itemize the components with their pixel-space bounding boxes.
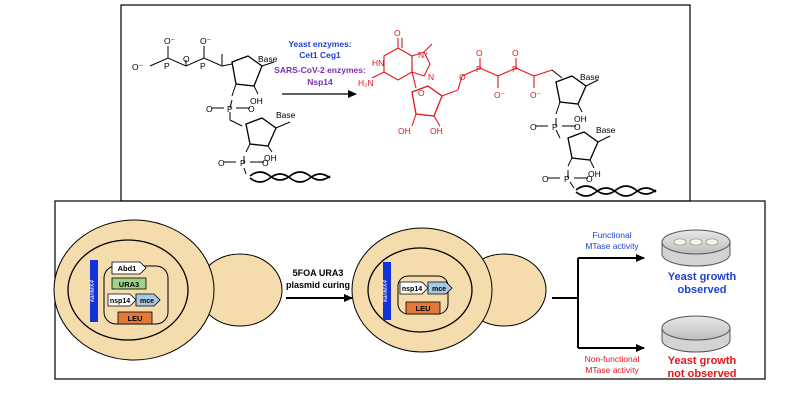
growth-not-observed-line2: not observed — [667, 368, 736, 380]
yeast-cell-left: kanMX4 Abd1 URA3 nsp14 mce LEU — [53, 219, 283, 361]
cap-n: N — [428, 72, 434, 82]
chromosome-marker-right — [383, 262, 391, 320]
mce-label-right: mce — [432, 286, 446, 293]
leu-label-left: LEU — [128, 314, 143, 323]
substrate-base-1: Base — [258, 54, 278, 64]
nonfunctional-label-line2: MTase activity — [585, 365, 639, 375]
cap-o-5: O — [512, 48, 519, 58]
reaction-labels: Yeast enzymes: Cet1 Ceg1 SARS-CoV-2 enzy… — [274, 39, 366, 87]
reaction-label-line4: Nsp14 — [307, 77, 333, 87]
cap-structure — [371, 38, 553, 127]
substrate-p-3: P — [227, 104, 233, 114]
substrate-o-2: O — [248, 104, 255, 114]
cap-o-1: O — [394, 28, 401, 38]
ura3-label: URA3 — [119, 280, 139, 289]
mce-gene-right — [427, 281, 453, 295]
kanmx4-label-left: kanMX4 — [90, 279, 96, 302]
curing-label: 5FOA URA3 plasmid curing — [286, 268, 350, 290]
reaction-label-line2: Cet1 Ceg1 — [299, 50, 341, 60]
substrate-p-1: P — [164, 61, 170, 71]
outcome-condition-labels: Functional MTase activity Non-functional… — [585, 230, 640, 375]
product-o-minus-2: O⁻ — [542, 174, 554, 184]
cap-oh-2: OH — [398, 126, 411, 136]
cap-o-minus-2: O⁻ — [530, 90, 542, 100]
outcome-result-labels: Yeast growth observed Yeast growth not o… — [667, 271, 736, 380]
mce-gene-left — [135, 293, 161, 307]
petri-dish-top — [661, 229, 731, 267]
nucleus-left — [67, 239, 189, 341]
colony-top-2 — [689, 238, 703, 246]
substrate-structure — [149, 46, 331, 183]
functional-label-line1: Functional — [592, 230, 631, 240]
substrate-o-minus-4: O⁻ — [206, 104, 218, 114]
curing-label-line2: plasmid curing — [286, 280, 350, 290]
substrate-oh-2: OH — [264, 153, 277, 163]
cap-o-4: O — [476, 48, 483, 58]
substrate-o-3: O — [262, 158, 269, 168]
cap-p-1: P — [476, 64, 482, 74]
substrate-labels: O⁻ O⁻ O⁻ P O P Base OH O⁻ P O Base OH O⁻… — [132, 36, 296, 168]
substrate-p-2: P — [200, 61, 206, 71]
curing-label-line1: 5FOA URA3 — [293, 268, 344, 278]
nonfunctional-label-line1: Non-functional — [585, 354, 640, 364]
product-o-2: O — [586, 174, 593, 184]
product-oh-1: OH — [574, 114, 587, 124]
product-base-2: Base — [596, 125, 616, 135]
cap-o-2: O — [418, 88, 425, 98]
substrate-o-minus-3: O⁻ — [200, 36, 212, 46]
cap-labels: O HN H₂N N N⁺ O OH OH O O P O⁻ O P O⁻ — [358, 28, 542, 136]
substrate-o-minus-5: O⁻ — [218, 158, 230, 168]
functional-label-line2: MTase activity — [585, 241, 639, 251]
colony-top-1 — [673, 238, 687, 246]
cap-oh-1: OH — [430, 126, 443, 136]
substrate-o-minus-1: O⁻ — [132, 62, 144, 72]
reaction-label-line1: Yeast enzymes: — [288, 39, 351, 49]
ura3-gene — [111, 277, 147, 290]
top-panel-frame — [120, 4, 691, 202]
nsp14-label-right: nsp14 — [402, 286, 422, 293]
cap-o-3: O — [459, 72, 466, 82]
product-o-minus-1: O⁻ — [530, 122, 542, 132]
growth-observed-line1: Yeast growth — [668, 271, 737, 283]
leu-label-right: LEU — [416, 304, 431, 313]
product-p-2: P — [564, 174, 570, 184]
substrate-base-2: Base — [276, 110, 296, 120]
colony-top-3 — [705, 238, 719, 246]
petri-dish-bottom — [661, 315, 731, 353]
substrate-oh-1: OH — [250, 96, 263, 106]
product-base-1: Base — [580, 72, 600, 82]
nsp14-label-left: nsp14 — [110, 298, 130, 305]
product-oh-2: OH — [588, 169, 601, 179]
nsp14-gene-right — [399, 281, 429, 295]
yeast-body-left — [53, 219, 215, 361]
abd1-gene — [111, 261, 147, 275]
product-rna-labels: Base OH O⁻ P O Base OH O⁻ P O — [530, 72, 616, 184]
growth-not-observed-line1: Yeast growth — [668, 355, 737, 367]
nucleus-right — [367, 247, 473, 333]
substrate-p-4: P — [240, 158, 246, 168]
outcome-branch — [552, 254, 645, 352]
cap-hn: HN — [372, 58, 384, 68]
substrate-o-minus-2: O⁻ — [164, 36, 176, 46]
leu-gene-right — [405, 301, 441, 315]
product-o-1: O — [574, 122, 581, 132]
product-p-1: P — [552, 122, 558, 132]
reaction-label-line3: SARS-CoV-2 enzymes: — [274, 65, 366, 75]
product-rna-structure — [536, 69, 657, 197]
yeast-cell-right: kanMX4 nsp14 mce LEU — [351, 227, 547, 353]
chromosome-marker-left — [90, 260, 98, 322]
cap-o-minus-1: O⁻ — [494, 90, 506, 100]
cap-h2n: H₂N — [358, 78, 374, 88]
kanmx4-label-right: kanMX4 — [383, 279, 389, 302]
leu-gene-left — [117, 311, 153, 325]
abd1-label: Abd1 — [118, 264, 137, 273]
nsp14-gene-left — [107, 293, 137, 307]
growth-observed-line2: observed — [678, 284, 727, 296]
substrate-o-1: O — [183, 54, 190, 64]
mce-label-left: mce — [140, 298, 154, 305]
cap-n-plus: N⁺ — [418, 50, 429, 60]
cap-p-2: P — [512, 64, 518, 74]
